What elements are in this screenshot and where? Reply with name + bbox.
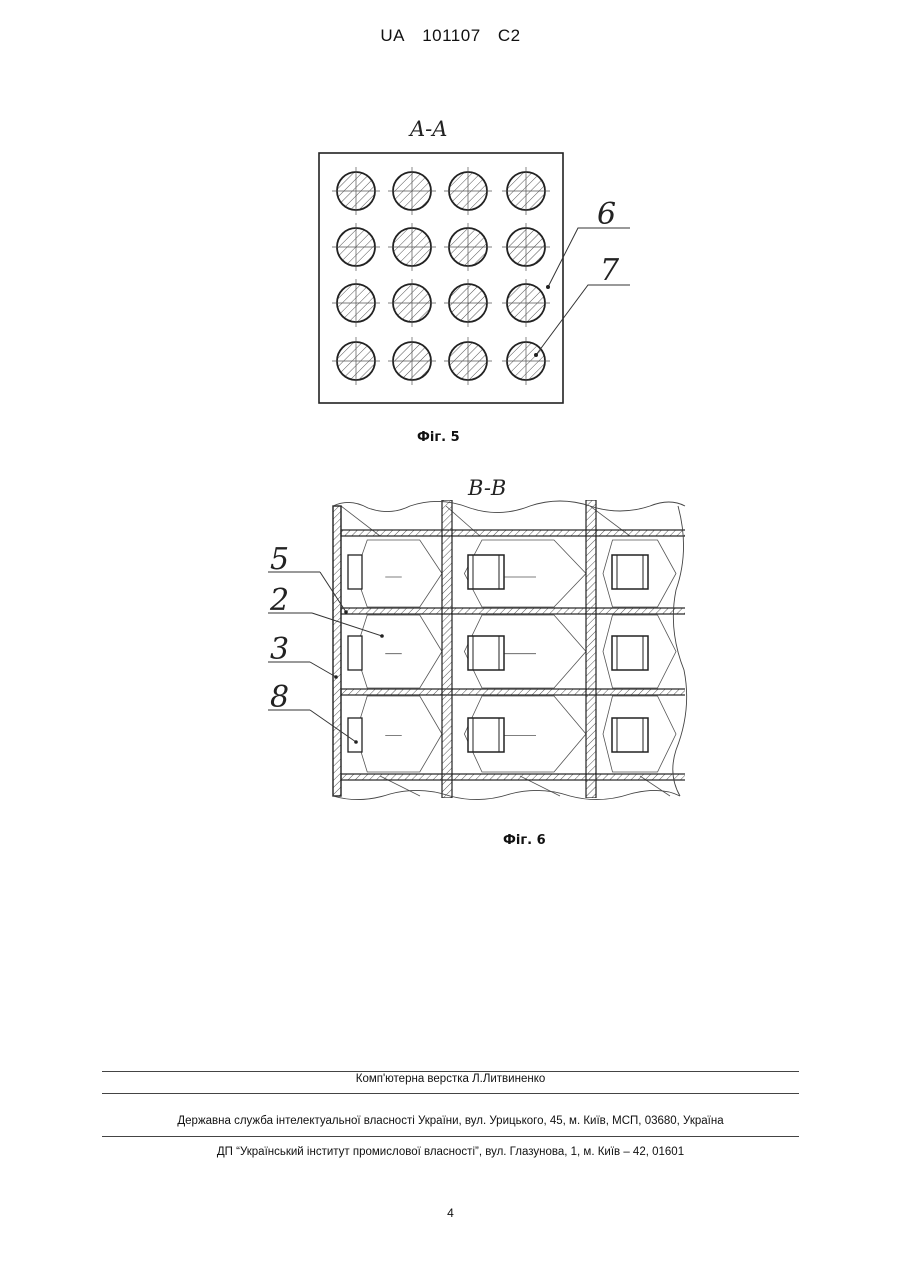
figure-6-section-title: B-B bbox=[467, 476, 506, 500]
small-insert bbox=[348, 718, 362, 752]
label-3: 3 bbox=[270, 632, 289, 667]
figure-6-drawing: B-B 5 2 3 8 bbox=[0, 470, 901, 830]
horizontal-partition bbox=[341, 774, 686, 780]
vertical-partitions bbox=[442, 500, 596, 798]
label-8: 8 bbox=[270, 680, 289, 715]
figure-6-caption: Фіг. 6 bbox=[503, 833, 546, 848]
footer-rule-bottom bbox=[102, 1136, 799, 1137]
hex-cell bbox=[356, 540, 443, 607]
hex-cell bbox=[356, 696, 443, 772]
label-6: 6 bbox=[597, 197, 616, 232]
left-wall bbox=[333, 506, 341, 796]
vertical-partition bbox=[442, 500, 452, 798]
footer-office: Державна служба інтелектуальної власност… bbox=[0, 1115, 901, 1127]
leader-line-2 bbox=[312, 613, 382, 636]
label-7: 7 bbox=[600, 253, 620, 288]
break-line-right bbox=[673, 506, 687, 796]
small-insert bbox=[348, 636, 362, 670]
hex-cell bbox=[356, 615, 443, 688]
figure-5-caption: Фіг. 5 bbox=[417, 430, 460, 445]
label-5: 5 bbox=[270, 542, 289, 577]
break-line-top bbox=[333, 501, 685, 513]
figure-5-drawing: A-A 6 7 bbox=[0, 0, 901, 470]
footer-typesetting: Комп'ютерна верстка Л.Литвиненко bbox=[0, 1073, 901, 1085]
vertical-partition bbox=[586, 500, 596, 798]
horizontal-partition bbox=[341, 689, 686, 695]
footer-institute: ДП “Український інститут промислової вла… bbox=[0, 1146, 901, 1158]
label-2: 2 bbox=[269, 583, 289, 618]
figure-5-section-title: A-A bbox=[408, 117, 447, 141]
leader-line-3 bbox=[310, 662, 336, 677]
horizontal-partition bbox=[341, 530, 686, 536]
break-line-bottom bbox=[333, 790, 680, 799]
horizontal-partition bbox=[341, 608, 686, 614]
footer-rule-top bbox=[102, 1071, 799, 1072]
footer-rule-middle bbox=[102, 1093, 799, 1094]
page-number: 4 bbox=[0, 1206, 901, 1220]
small-insert bbox=[348, 555, 362, 589]
